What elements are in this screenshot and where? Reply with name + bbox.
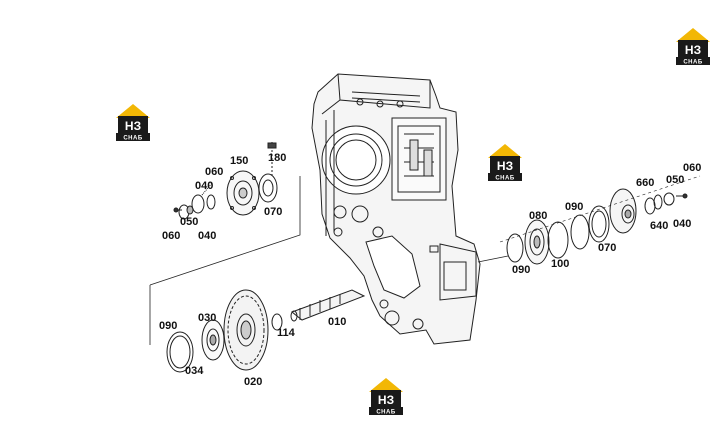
label-090: 090 [159, 320, 177, 332]
label-640: 640 [650, 220, 668, 232]
svg-text:НЗ: НЗ [125, 119, 141, 133]
label-150: 150 [230, 155, 248, 167]
label-050: 050 [180, 216, 198, 228]
label-080: 080 [529, 210, 547, 222]
transmission-housing [311, 73, 481, 345]
label-034: 034 [185, 365, 204, 377]
label-070: 070 [598, 242, 616, 254]
right-bearing-assembly [477, 175, 701, 265]
label-114: 114 [277, 327, 296, 339]
label-040: 040 [673, 218, 691, 230]
label-060: 060 [162, 230, 180, 242]
svg-text:СНАБ: СНАБ [123, 136, 142, 142]
label-060: 060 [205, 166, 223, 178]
label-060: 060 [683, 162, 701, 174]
watermark-logo-center: НЗ СНАБ [488, 144, 522, 182]
label-100: 100 [551, 258, 569, 270]
label-070: 070 [264, 206, 282, 218]
label-030: 030 [198, 312, 216, 324]
svg-text:СНАБ: СНАБ [376, 410, 395, 416]
watermark-logo-bottom: НЗ СНАБ [369, 378, 403, 416]
gear-assembly [166, 289, 283, 373]
svg-text:НЗ: НЗ [378, 393, 394, 407]
watermark-logo-top-left: НЗ СНАБ [116, 104, 150, 142]
label-040: 040 [198, 230, 216, 242]
svg-text:СНАБ: СНАБ [495, 176, 514, 182]
label-050: 050 [666, 174, 684, 186]
svg-text:НЗ: НЗ [685, 43, 701, 57]
label-660: 660 [636, 177, 654, 189]
left-cover-assembly [149, 142, 301, 345]
watermark-logo-top-right: НЗ СНАБ [676, 28, 710, 66]
shaft-010 [290, 289, 366, 322]
svg-text:СНАБ: СНАБ [683, 60, 702, 66]
label-040: 040 [195, 180, 213, 192]
label-090: 090 [512, 264, 530, 276]
svg-text:НЗ: НЗ [497, 159, 513, 173]
label-010: 010 [328, 316, 346, 328]
label-090: 090 [565, 201, 583, 213]
part-labels: 150 180 060 040 050 060 040 070 080 090 … [159, 152, 701, 388]
label-180: 180 [268, 152, 286, 164]
label-020: 020 [244, 376, 262, 388]
